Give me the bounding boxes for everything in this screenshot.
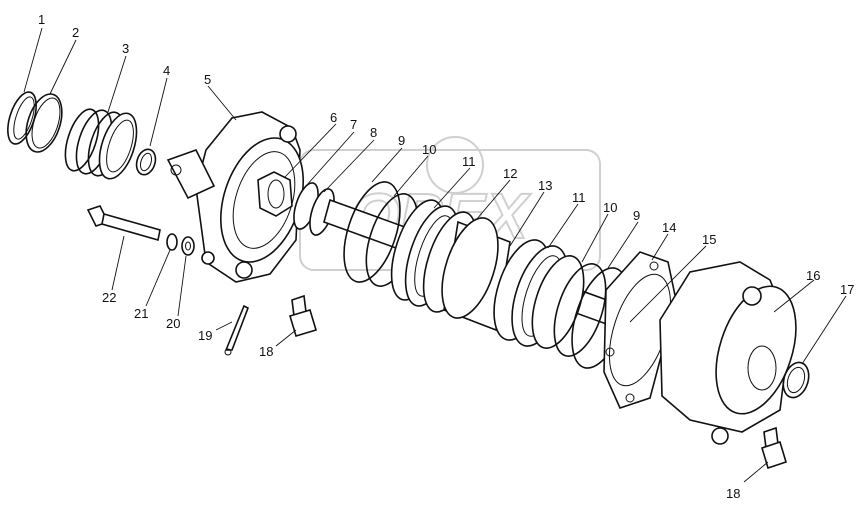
part-housing-16	[659, 261, 797, 445]
callout-10: 10	[422, 142, 436, 157]
callout-4: 4	[163, 63, 170, 78]
callout-7: 7	[350, 117, 357, 132]
callout-19: 19	[198, 328, 212, 343]
callout-13: 13	[538, 178, 552, 193]
part-washer-21	[166, 233, 178, 251]
part-cotter-pin-19	[224, 304, 250, 356]
part-fitting-18-right	[761, 426, 787, 470]
callout-17: 17	[840, 282, 854, 297]
part-housing-5	[166, 111, 304, 283]
part-ring-4	[135, 148, 157, 176]
callout-16: 16	[806, 268, 820, 283]
callout-9b: 9	[633, 208, 640, 223]
part-bolt-22	[86, 205, 161, 242]
callout-12: 12	[503, 166, 517, 181]
callout-5: 5	[204, 72, 211, 87]
callout-18-left: 18	[259, 344, 273, 359]
callout-labels: 1 2 3 4 5 6 7 8 9 10 11 12 13 11 10 9 14…	[38, 12, 854, 501]
callout-11: 11	[462, 154, 476, 169]
callout-2: 2	[72, 25, 79, 40]
callout-21: 21	[134, 306, 148, 321]
part-fitting-18-left	[289, 294, 317, 337]
part-oring-10-right	[553, 263, 607, 357]
callout-1: 1	[38, 12, 45, 27]
callout-22: 22	[102, 290, 116, 305]
callout-15: 15	[702, 232, 716, 247]
callout-11b: 11	[572, 190, 586, 205]
part-ring-2	[25, 93, 63, 153]
callout-8: 8	[370, 125, 377, 140]
callout-14: 14	[662, 220, 676, 235]
part-boot-3	[64, 108, 138, 180]
part-nut-6	[257, 171, 293, 217]
callout-6: 6	[330, 110, 337, 125]
part-ring-17	[782, 361, 810, 399]
callout-10b: 10	[603, 200, 617, 215]
callout-20: 20	[166, 316, 180, 331]
part-piston-12	[441, 217, 511, 332]
part-washer-20	[181, 236, 195, 256]
callout-18-right: 18	[726, 486, 740, 501]
part-oring-9-left	[343, 181, 401, 283]
callout-9: 9	[398, 133, 405, 148]
callout-3: 3	[122, 41, 129, 56]
part-ring-1	[7, 91, 37, 145]
leader-lines	[23, 27, 847, 483]
